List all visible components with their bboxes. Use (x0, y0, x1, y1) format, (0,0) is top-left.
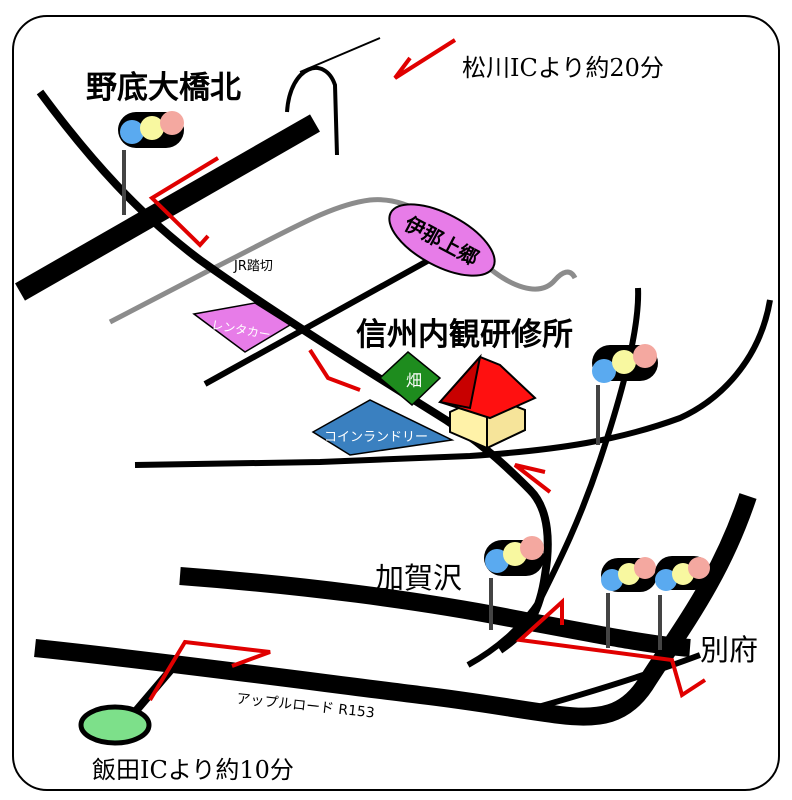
coin-laundry-label: コインランドリー (324, 430, 428, 445)
rental-car-shop: レンタカー (192, 302, 292, 353)
facility-house-icon (438, 353, 537, 450)
road-thin-top (299, 37, 381, 73)
route-arrow-south (513, 463, 552, 494)
route-arrow-matsumoto (393, 38, 457, 80)
road-loop (285, 66, 339, 156)
traffic-signal-kagazawa (484, 536, 544, 630)
road-nozoko-ohashi (15, 114, 320, 301)
route-arrow-north (148, 156, 220, 248)
coin-laundry: コインランドリー (311, 399, 455, 456)
route-arrow-iida (148, 639, 271, 702)
nozoko-ohashi-kita-label: 野底大橋北 (86, 70, 241, 106)
traffic-signal-nozoko (118, 111, 184, 215)
iida-ic-marker (78, 704, 152, 746)
route-arrow-beppu (515, 597, 707, 699)
matsumoto-ic-label: 松川ICより約20分 (462, 54, 664, 82)
field-label: 畑 (406, 371, 422, 390)
road-east-west (134, 299, 773, 468)
road-ina-kamisato (203, 251, 442, 387)
route-arrow-main (308, 348, 361, 392)
traffic-signal-beppu-2 (655, 556, 711, 650)
road-kagazawa (179, 567, 691, 657)
map-frame (12, 15, 780, 791)
iida-ic-label: 飯田ICより約10分 (92, 756, 294, 784)
jr-crossing-label: JR踏切 (233, 259, 273, 274)
road-apple-r153 (34, 493, 757, 726)
field-area: 畑 (378, 351, 442, 407)
beppu-label: 別府 (700, 633, 758, 667)
kagazawa-label: 加賀沢 (375, 561, 462, 595)
road-branch-east (519, 652, 702, 715)
traffic-signal-east (592, 344, 658, 445)
traffic-signal-beppu-1 (601, 557, 657, 648)
facility-name-label: 信州内観研修所 (356, 317, 573, 353)
